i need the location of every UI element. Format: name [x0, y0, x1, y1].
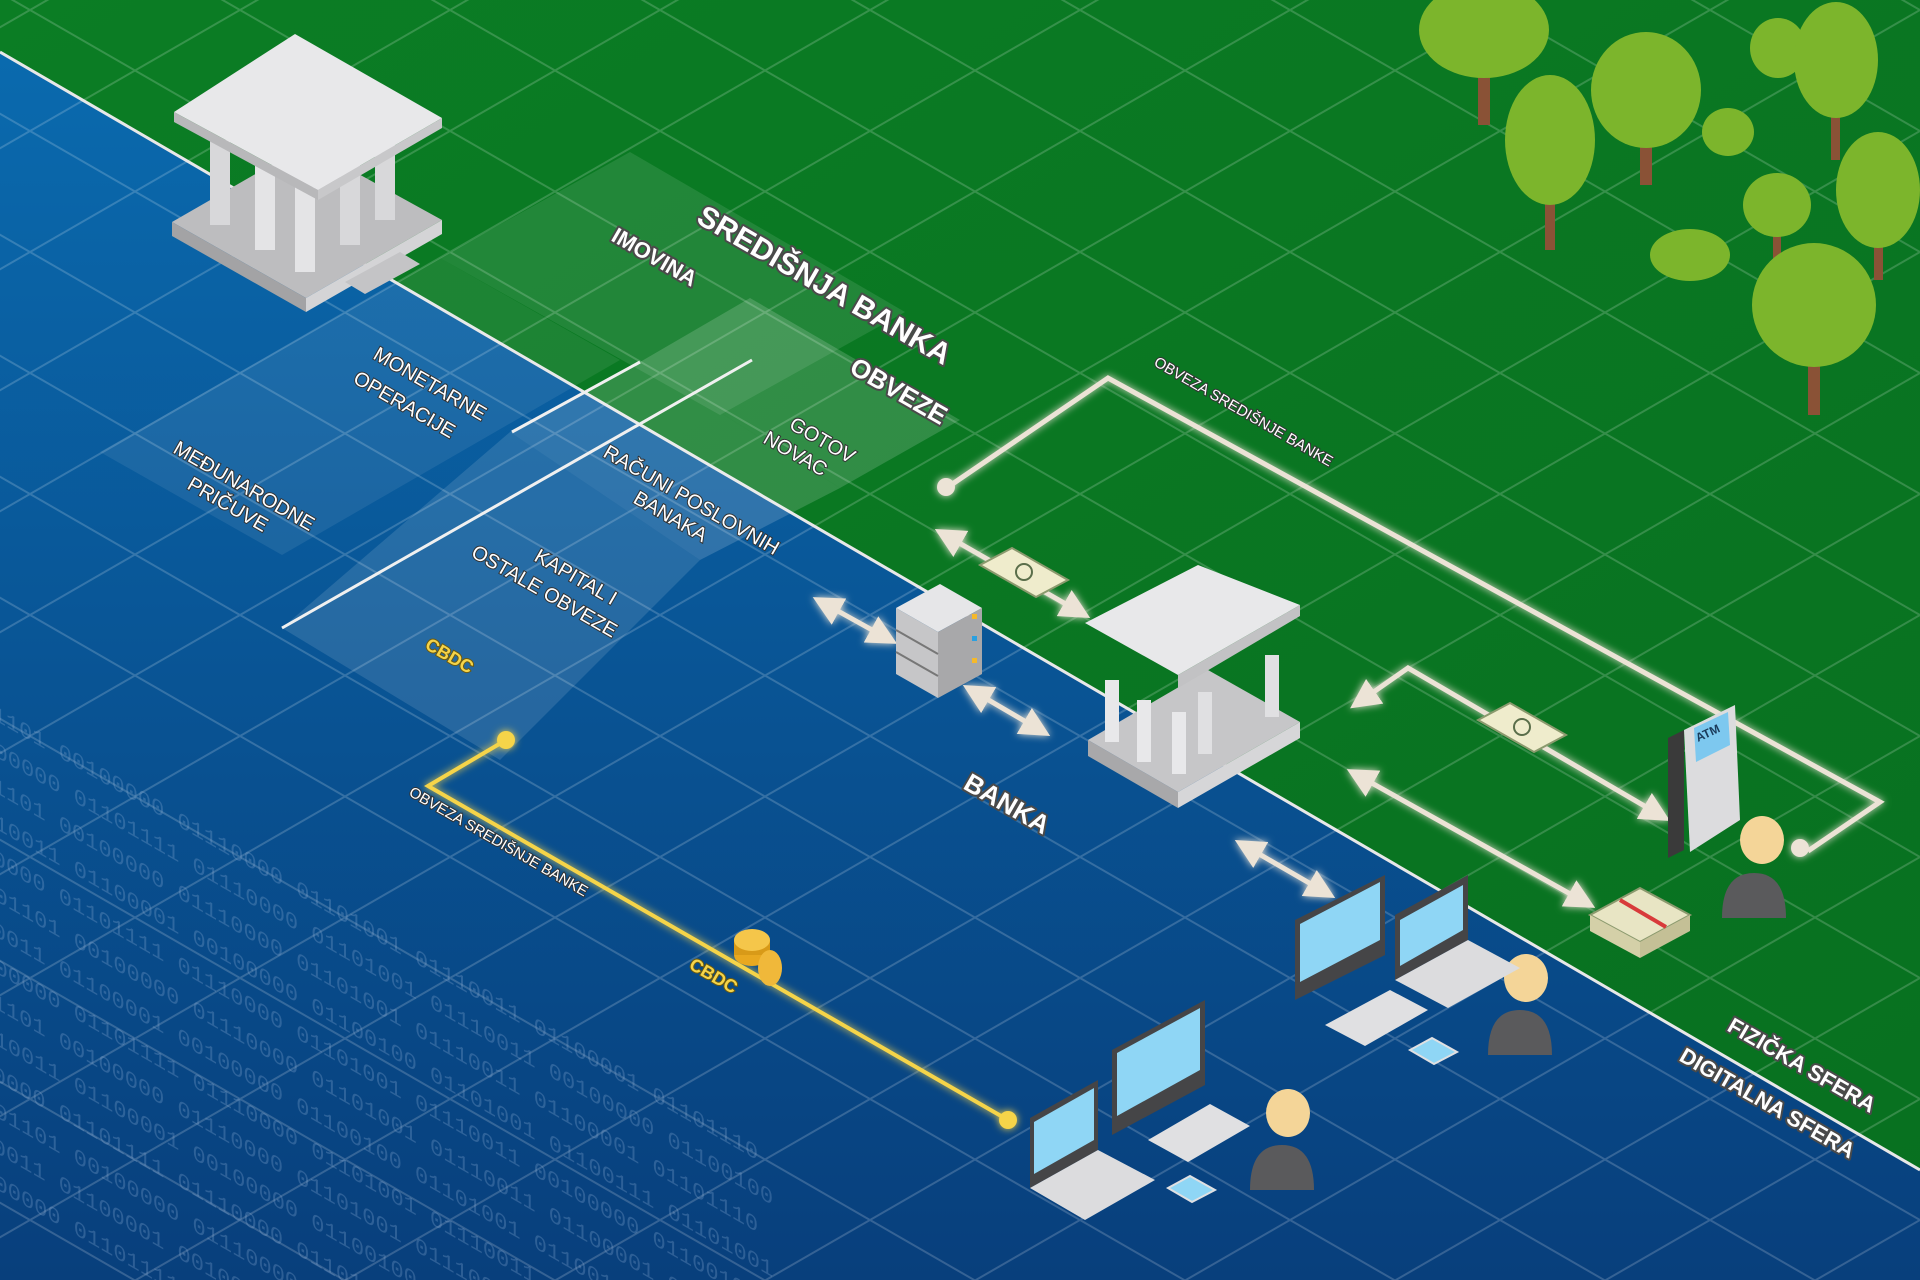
capital-panel [282, 432, 700, 760]
cash-panel [640, 298, 960, 488]
cash-flows [812, 375, 1885, 908]
bank-cash-arrow [1346, 769, 1596, 908]
cbdc-liability-line [424, 738, 1009, 1122]
bank-users-arrow [1234, 839, 1336, 899]
tree-icon [1752, 243, 1876, 415]
atm-liability-node [1791, 839, 1809, 857]
banknote-icon-2 [1475, 701, 1569, 754]
phone-icon [1165, 1174, 1218, 1204]
keyboard-icon-2 [1325, 990, 1428, 1046]
tree-icon [1794, 2, 1878, 160]
bank-atm-arrow [1350, 665, 1671, 822]
laptop-icon [1030, 1080, 1155, 1220]
trees-decoration [1419, 0, 1920, 415]
cbdc-coin-icon [734, 929, 782, 986]
cash-liability-line [946, 375, 1885, 854]
cbdc-origin-node [497, 731, 515, 749]
bush-icon [1702, 108, 1754, 156]
phone-icon-2 [1407, 1036, 1460, 1066]
tree-icon [1836, 132, 1920, 280]
bush-icon [1650, 229, 1730, 281]
cash-liability-node [937, 478, 955, 496]
bank-accounts-panel [510, 362, 840, 560]
banknote-icon [977, 546, 1071, 599]
server-icon [895, 584, 982, 698]
tree-icon [1743, 173, 1811, 275]
tree-icon [1591, 32, 1701, 185]
tree-icon [1505, 75, 1595, 250]
central-bank-building-icon [172, 34, 442, 312]
server-bank-arrow [962, 684, 1051, 737]
accounts-arrow [812, 597, 898, 644]
commercial-bank-building-icon [1085, 565, 1300, 808]
monitor-icon-2 [1295, 875, 1385, 1000]
cash-stack-icon [1587, 886, 1693, 958]
monitor-icon [1112, 1000, 1205, 1135]
user-avatar-atm-icon [1722, 816, 1786, 918]
cbdc-end-node [999, 1111, 1017, 1129]
keyboard-icon [1148, 1104, 1250, 1162]
liab-divider [511, 360, 641, 434]
tree-icon [1419, 0, 1549, 125]
top-panel [440, 152, 905, 415]
user-avatar-desk2-icon [1250, 1089, 1314, 1190]
tree-icon [1750, 18, 1806, 78]
laptop-icon-2 [1395, 875, 1520, 1008]
atm-machine-icon [1668, 705, 1740, 858]
assets-divider [281, 358, 753, 630]
cbdc-flow [424, 731, 1017, 1129]
assets-panel [100, 258, 620, 555]
